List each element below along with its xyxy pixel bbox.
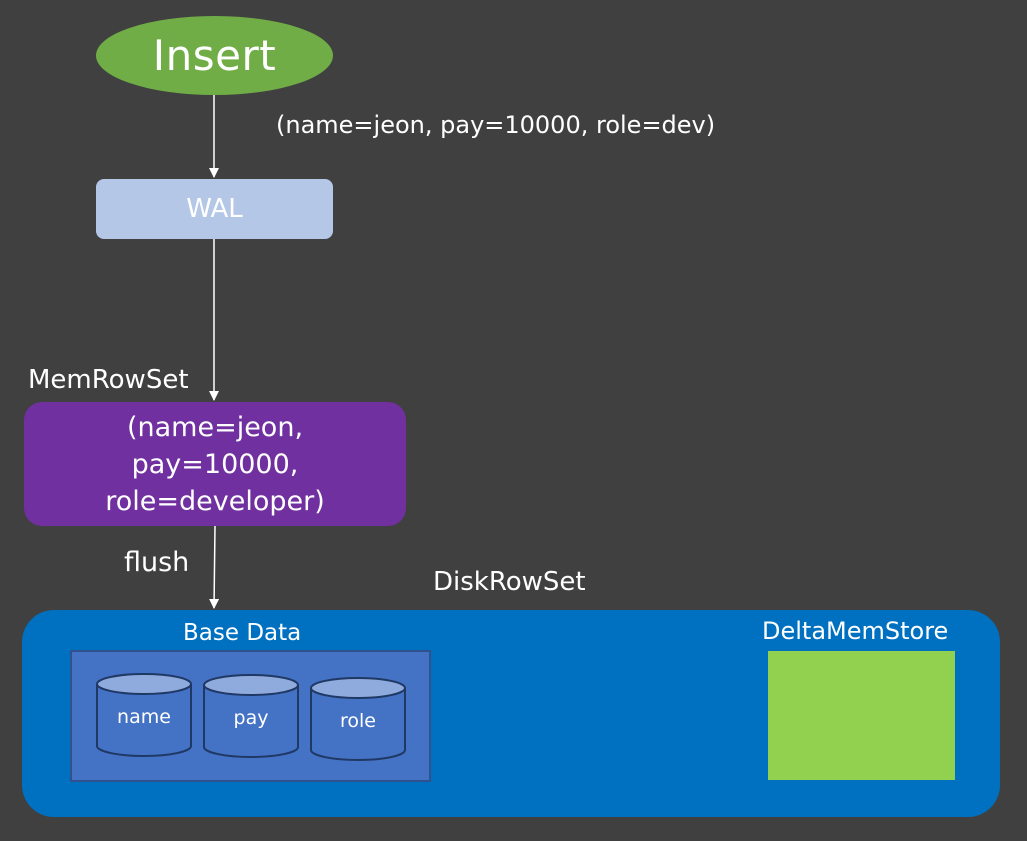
wal-label: WAL xyxy=(186,194,243,224)
diskrowset-title: DiskRowSet xyxy=(433,567,586,597)
flush-label: flush xyxy=(124,547,190,578)
memrowset-box: (name=jeon, pay=10000, role=developer) xyxy=(24,402,406,526)
memrowset-record-line: role=developer) xyxy=(105,485,325,517)
deltamemstore-title: DeltaMemStore xyxy=(762,617,949,645)
memrowset-record-line: pay=10000, xyxy=(131,448,299,480)
insert-label: Insert xyxy=(152,31,277,80)
arrow-memrowset-to-diskrowset xyxy=(209,525,220,609)
memrowset-title: MemRowSet xyxy=(28,365,189,395)
role-column-cylinder: role xyxy=(310,677,406,761)
column-label-role: role xyxy=(340,710,376,732)
column-label-name: name xyxy=(117,706,171,728)
pay-column-cylinder: pay xyxy=(203,674,299,758)
wal-node: WAL xyxy=(96,179,333,239)
memrowset-record-line: (name=jeon, xyxy=(126,411,304,443)
base-data-title: Base Data xyxy=(183,620,302,646)
deltamemstore-box xyxy=(768,651,955,780)
base-data-box: name pay role xyxy=(70,650,431,782)
name-column-cylinder: name xyxy=(96,673,192,757)
insert-record-label: (name=jeon, pay=10000, role=dev) xyxy=(276,111,716,139)
insert-node: Insert xyxy=(96,16,333,95)
column-label-pay: pay xyxy=(233,707,269,729)
